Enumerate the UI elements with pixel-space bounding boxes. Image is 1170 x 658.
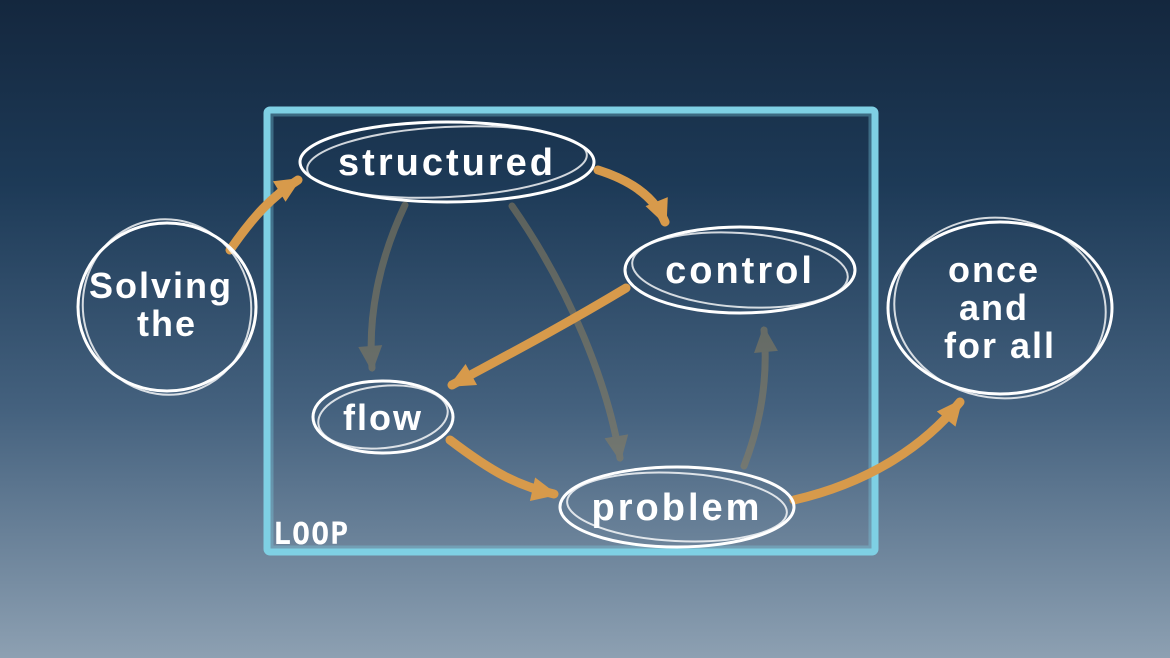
node-flow-outline: [311, 379, 455, 455]
node-solving: Solving the: [76, 218, 258, 396]
node-once-sketch-outline: [893, 216, 1107, 400]
arrow-problem-to-once: [789, 397, 965, 505]
arrow-problem-to-control: [740, 326, 778, 470]
arrow-solving-to-structured: [225, 175, 303, 255]
node-once: once and for all: [886, 216, 1114, 400]
node-problem-outline: [558, 465, 796, 549]
node-flow-sketch-outline: [317, 384, 449, 450]
node-control: control: [623, 225, 857, 315]
node-structured-label: structured: [338, 142, 556, 184]
arrow-control-to-flow: [447, 283, 631, 390]
faded-arrows: [358, 201, 778, 470]
node-structured-outline: [298, 120, 596, 204]
arrow-structured-to-control: [593, 165, 670, 227]
arrow-flow-to-problem: [445, 435, 559, 501]
node-solving-label: Solving the: [89, 265, 245, 344]
node-solving-outline: [76, 221, 258, 393]
node-control-sketch-outline: [631, 231, 849, 309]
loop-box-sketch-stroke: [266, 109, 876, 553]
node-once-label: once and for all: [944, 249, 1056, 366]
node-flow-label: flow: [343, 397, 423, 438]
node-control-outline: [623, 225, 857, 315]
node-once-outline: [886, 220, 1114, 396]
node-problem: problem: [558, 465, 796, 549]
arrow-structured-to-flow: [358, 201, 409, 372]
node-problem-label: problem: [592, 487, 763, 529]
node-problem-sketch-outline: [566, 471, 788, 543]
arrow-structured-to-problem: [508, 202, 629, 462]
loop-box-group: LOOP: [263, 106, 879, 556]
node-solving-sketch-outline: [81, 218, 253, 396]
loop-box: [263, 106, 879, 556]
node-flow: flow: [311, 379, 455, 455]
solid-arrows: [225, 165, 965, 505]
node-structured-sketch-outline: [306, 125, 588, 199]
node-control-label: control: [665, 250, 815, 292]
loop-box-label: LOOP: [273, 517, 349, 552]
node-structured: structured: [298, 120, 596, 204]
